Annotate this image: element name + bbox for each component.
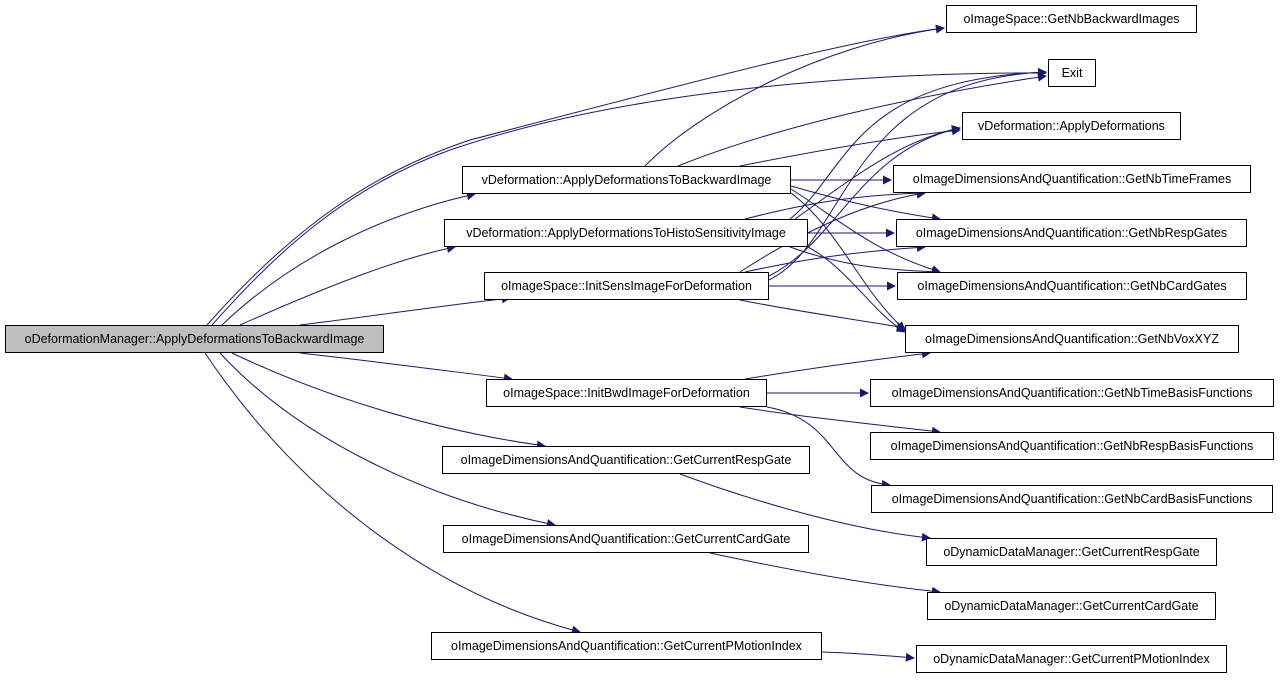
node-get-current-p-motion-index[interactable]: oImageDimensionsAndQuantification::GetCu… [431,632,822,660]
edge-init-bwd-to-get-nb-card-basis [766,406,891,489]
node-get-current-resp-gate[interactable]: oImageDimensionsAndQuantification::GetCu… [442,446,810,474]
edge-init-sens-to-exit [768,67,1047,281]
node-get-current-card-gate[interactable]: oImageDimensionsAndQuantification::GetCu… [443,525,809,553]
node-apply-deformations[interactable]: vDeformation::ApplyDeformations [962,112,1181,140]
edge-resp-gate-to-dynamic [679,473,931,542]
node-root-apply-deformations-to-backward-image: oDeformationManager::ApplyDeformationsTo… [5,325,384,353]
node-get-nb-time-basis-functions[interactable]: oImageDimensionsAndQuantification::GetNb… [870,379,1274,407]
node-get-nb-resp-gates[interactable]: oImageDimensionsAndQuantification::GetNb… [896,219,1247,247]
node-get-nb-resp-basis-functions[interactable]: oImageDimensionsAndQuantification::GetNb… [870,432,1274,460]
edge-root-to-exit [211,68,1047,326]
edge-init-sens-to-get-nb-resp-gates [744,243,926,273]
node-get-nb-time-frames[interactable]: oImageDimensionsAndQuantification::GetNb… [893,165,1251,193]
edge-backward-to-get-nb-resp-gates [790,185,941,223]
edge-backward-to-get-nb-backward-images [644,24,945,167]
edge-root-to-get-current-resp-gate [231,352,546,450]
node-dynamic-get-current-resp-gate[interactable]: oDynamicDataManager::GetCurrentRespGate [926,538,1217,566]
edge-root-to-apply-to-histo [239,244,456,326]
node-init-bwd-image-for-deformation[interactable]: oImageSpace::InitBwdImageForDeformation [486,379,767,407]
edge-root-to-apply-to-backward [221,191,476,326]
edge-card-gate-to-dynamic [709,552,941,596]
edge-backward-to-get-nb-card-gates [790,188,941,274]
node-dynamic-get-current-card-gate[interactable]: oDynamicDataManager::GetCurrentCardGate [927,592,1216,620]
edge-root-to-get-current-p-motion [204,352,581,635]
edge-histo-to-get-nb-card-gates [789,246,941,277]
node-apply-deformations-to-histo-sensitivity-image[interactable]: vDeformation::ApplyDeformationsToHistoSe… [444,219,808,247]
edge-init-sens-to-get-nb-time-frames [739,189,926,273]
node-get-nb-card-gates[interactable]: oImageDimensionsAndQuantification::GetNb… [897,272,1247,300]
node-get-nb-vox-xyz[interactable]: oImageDimensionsAndQuantification::GetNb… [905,325,1239,353]
edge-histo-to-exit [789,67,1047,220]
node-init-sens-image-for-deformation[interactable]: oImageSpace::InitSensImageForDeformation [484,272,769,300]
edge-backward-to-apply-deformations [739,126,961,167]
node-get-nb-card-basis-functions[interactable]: oImageDimensionsAndQuantification::GetNb… [871,485,1273,513]
edge-root-to-init-sens [299,294,511,326]
edge-init-bwd-to-get-nb-vox-xyz [744,349,931,380]
node-get-nb-backward-images[interactable]: oImageSpace::GetNbBackwardImages [946,5,1197,33]
edge-root-to-init-bwd [299,352,513,383]
edge-init-sens-to-apply-deformations [768,125,961,277]
edge-histo-to-get-nb-time-frames [744,188,926,220]
edge-p-motion-to-dynamic [821,651,915,662]
edge-init-sens-to-get-nb-vox-xyz [739,299,906,332]
node-dynamic-get-current-p-motion-index[interactable]: oDynamicDataManager::GetCurrentPMotionIn… [916,645,1227,673]
edge-init-bwd-to-get-nb-resp-basis [739,406,941,436]
edge-backward-to-get-nb-vox-xyz [790,192,906,331]
edge-root-to-get-nb-backward-images [206,24,945,326]
edge-backward-to-exit [677,72,1047,167]
node-exit[interactable]: Exit [1048,59,1096,87]
edge-histo-to-get-nb-vox-xyz [807,246,906,333]
node-apply-deformations-to-backward-image[interactable]: vDeformation::ApplyDeformationsToBackwar… [462,166,791,194]
edge-root-to-get-current-card-gate [219,352,556,528]
